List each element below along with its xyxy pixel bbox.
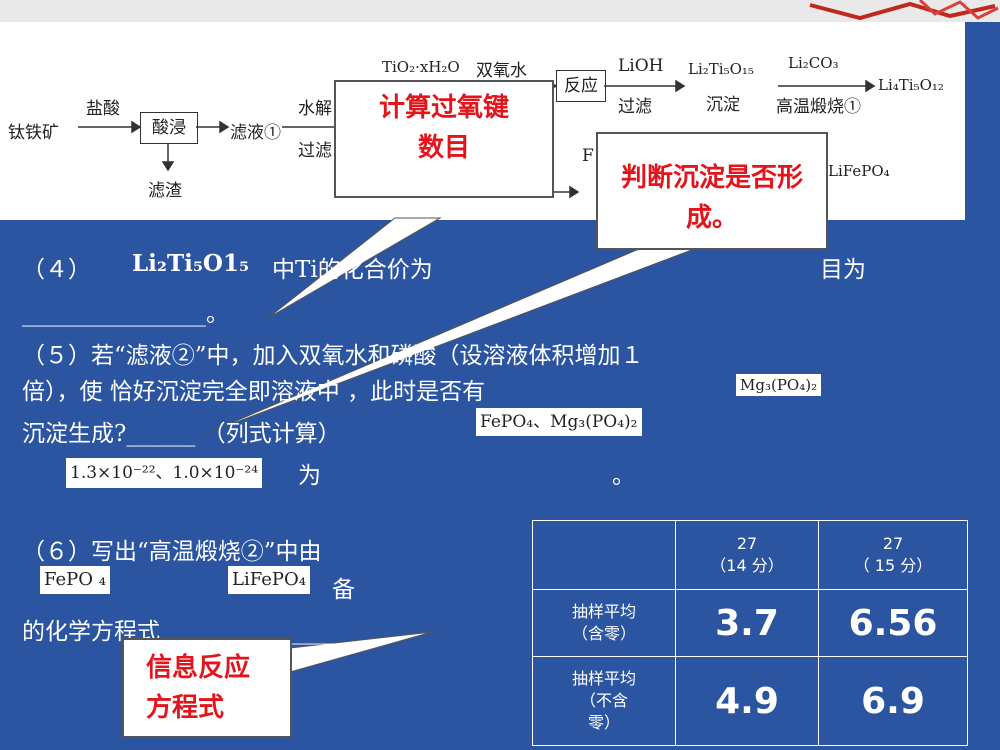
node-calcine1: 高温煅烧① (776, 97, 861, 117)
formula-lifepo4: LiFePO₄ (228, 566, 310, 594)
callout-peroxide-text: 计算过氧键数目 (378, 93, 509, 163)
node-precip: 沉淀 (706, 95, 740, 115)
callout-precipitate-text: 判断沉淀是否形成。 (620, 163, 803, 233)
node-hydrolysis: 水解 (298, 99, 332, 119)
table-corner (532, 520, 676, 590)
callout-equation: 信息反应方程式 (122, 638, 292, 738)
q4-formula: Li₂Ti₅O1₅ (132, 250, 250, 277)
node-filter2: 过滤 (618, 97, 652, 117)
score-table: 27 （14 分） 27 （ 15 分） 抽样平均 （含零） 3.7 6.56 … (532, 520, 968, 746)
node-residue: 滤渣 (148, 181, 182, 201)
node-ore: 钛铁矿 (8, 123, 59, 143)
q4-text: 中Ti的化合价为 (272, 257, 433, 283)
maple-leaf-decoration (809, 0, 999, 21)
q5-line2: 倍），使 恰好沉淀完全即溶液中 ，此时是否有 (22, 379, 486, 405)
q6-line1: （６）写出“高温煅烧②”中由 (22, 539, 322, 565)
formula-ksp: 1.3×10⁻²²、1.0×10⁻²⁴ (66, 458, 263, 488)
q4-number: （４） (22, 257, 91, 283)
q5-end: 。 (612, 463, 635, 489)
node-li2ti5o15: Li₂Ti₅O₁₅ (688, 60, 754, 78)
node-li4ti5o12: Li₄Ti₅O₁₂ (878, 76, 944, 94)
node-filter1: 过滤 (298, 141, 332, 161)
table-r2c2: 6.9 (818, 656, 968, 746)
node-li2co3: Li₂CO₃ (788, 54, 839, 72)
q4-blank: ________________。 (22, 301, 229, 327)
table-r1c2: 6.56 (818, 589, 968, 657)
table-header-col2: 27 （ 15 分） (818, 520, 968, 590)
table-header-col1: 27 （14 分） (675, 520, 819, 590)
node-filtrate1: 滤液① (230, 123, 281, 143)
callout-equation-text: 信息反应方程式 (146, 653, 251, 723)
callout-precipitate: 判断沉淀是否形成。 (596, 132, 828, 250)
formula-fepo4: FePO ₄ (40, 566, 110, 594)
node-react: 反应 (556, 70, 606, 102)
node-hcl: 盐酸 (86, 99, 120, 119)
q6-bei: 备 (332, 577, 355, 603)
top-strip (0, 0, 1000, 22)
table-r2c1: 4.9 (675, 656, 819, 746)
q5-line1: （５）若“滤液②”中，加入双氧水和磷酸（设溶液体积增加１ (22, 343, 644, 369)
node-h2o2: 双氧水 (476, 61, 527, 81)
node-tio2: TiO₂·xH₂O (382, 58, 460, 76)
q5-line3: 沉淀生成?______ （列式计算） (22, 421, 341, 447)
formula-fepo4-mg: FePO₄、Mg₃(PO₄)₂ (476, 408, 642, 436)
table-row1-label: 抽样平均 （含零） (532, 589, 676, 657)
callout-peroxide: 计算过氧键数目 (334, 80, 554, 198)
table-row2-label: 抽样平均 （不含 零） (532, 656, 676, 746)
node-lioh: LiOH (618, 56, 664, 76)
node-partial-f: F (582, 146, 594, 166)
node-lifepo4: LiFePO₄ (828, 162, 890, 180)
table-r1c1: 3.7 (675, 589, 819, 657)
node-leach: 酸浸 (140, 112, 198, 144)
formula-mg3po42: Mg₃(PO₄)₂ (736, 374, 822, 396)
q4-tail: 目为 (820, 257, 866, 283)
q5-wei: 为 (298, 463, 321, 489)
